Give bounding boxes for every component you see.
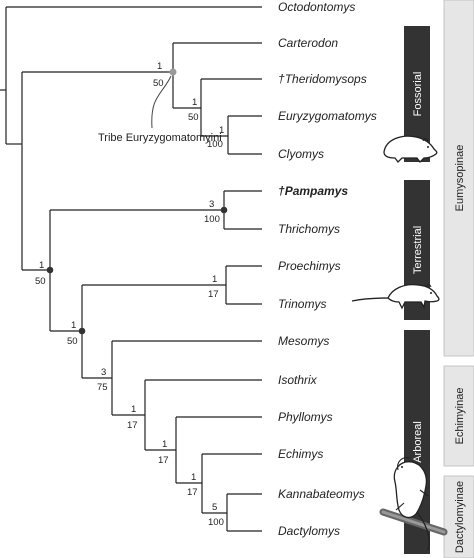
taxon-label-pampamys: †Pampamys	[278, 184, 348, 198]
taxon-label-trinomys: Trinomys	[278, 297, 326, 311]
tribe-pointer-line	[151, 75, 172, 129]
support-top-euryzygomatomys-clyomys: 1	[219, 125, 224, 136]
node-support-values: 1 50 1 50 1 100 3 100 1 50 1 17 1 50 3 7…	[35, 61, 224, 528]
support-bottom-euryzygomatomys-clyomys: 100	[207, 139, 223, 150]
subfamily-boxes: Eumysopinae Echimyinae Dactylomyinae	[443, 0, 474, 558]
support-top-arboreal-clade: 3	[101, 367, 106, 378]
taxon-label-phyllomys: Phyllomys	[278, 410, 333, 424]
support-bottom-proechimys-plus-arboreal: 50	[67, 336, 78, 347]
taxon-label-proechimys: Proechimys	[278, 259, 341, 273]
support-bottom-isothrix-clade: 17	[127, 420, 138, 431]
taxon-label-dactylomys: Dactylomys	[278, 524, 340, 538]
core-node-dot	[46, 266, 54, 274]
support-top-proechimys-trinomys: 1	[212, 274, 217, 285]
subfamily-label-eumysopinae: Eumysopinae	[454, 145, 466, 212]
habit-bar-arboreal-label: Arboreal	[412, 421, 424, 463]
terrestrial-rodent-icon	[351, 283, 440, 310]
taxon-label-clyomys: Clyomys	[278, 147, 324, 161]
support-top-theridomysops-clade: 1	[192, 97, 197, 108]
taxon-label-echimys: Echimys	[278, 447, 323, 461]
support-top-echimyidae-core: 1	[39, 260, 44, 271]
fossorial-rodent-icon	[383, 135, 438, 163]
support-bottom-carterodon-clade: 50	[153, 78, 164, 89]
support-bottom-theridomysops-clade: 50	[188, 112, 199, 123]
subfamily-box-dactylomyinae	[443, 475, 474, 558]
taxon-label-octodontomys: Octodontomys	[278, 0, 355, 14]
tribe-label: Tribe Euryzygomatomyini	[98, 132, 222, 144]
support-top-proechimys-plus-arboreal: 1	[71, 320, 76, 331]
subfamily-box-echimyinae	[443, 365, 474, 467]
taxon-labels: Octodontomys Carterodon †Theridomysops E…	[278, 0, 377, 538]
taxon-label-thrichomys: Thrichomys	[278, 222, 340, 236]
tree-branches	[0, 6, 262, 532]
taxon-label-kannabateomys: Kannabateomys	[278, 487, 365, 501]
taxon-label-mesomys: Mesomys	[278, 334, 329, 348]
support-bottom-proechimys-trinomys: 17	[208, 289, 219, 300]
support-top-isothrix-clade: 1	[131, 404, 136, 415]
arboreal-rodent-icon	[379, 457, 448, 551]
taxon-label-theridomysops: †Theridomysops	[278, 72, 367, 86]
taxon-label-euryzygomatomys: Euryzygomatomys	[278, 109, 377, 123]
support-bottom-kannabateomys-dactylomys: 100	[208, 517, 224, 528]
support-top-carterodon-clade: 1	[157, 61, 162, 72]
support-bottom-pampamys-thrichomys: 100	[204, 214, 220, 225]
node3-dot	[78, 327, 86, 335]
tribe-node-dot	[169, 68, 177, 76]
support-bottom-echimyidae-core: 50	[35, 276, 46, 287]
habit-bar-terrestrial-label: Terrestrial	[412, 226, 424, 274]
support-top-kannabateomys-dactylomys: 5	[212, 502, 217, 513]
support-bottom-phyllomys-clade: 17	[158, 455, 169, 466]
habit-bar-fossorial-label: Fossorial	[412, 72, 424, 117]
support-bottom-arboreal-clade: 75	[97, 382, 108, 393]
support-bottom-echimys-clade: 17	[187, 487, 198, 498]
pampamys-node-dot	[220, 206, 228, 214]
support-top-pampamys-thrichomys: 3	[209, 199, 214, 210]
subfamily-box-eumysopinae	[443, 0, 474, 357]
taxon-label-carterodon: Carterodon	[278, 36, 338, 50]
support-top-echimys-clade: 1	[191, 472, 196, 483]
subfamily-label-echimyinae: Echimyinae	[454, 388, 466, 445]
taxon-label-isothrix: Isothrix	[278, 373, 318, 387]
support-top-phyllomys-clade: 1	[162, 439, 167, 450]
subfamily-label-dactylomyinae: Dactylomyinae	[454, 481, 466, 553]
